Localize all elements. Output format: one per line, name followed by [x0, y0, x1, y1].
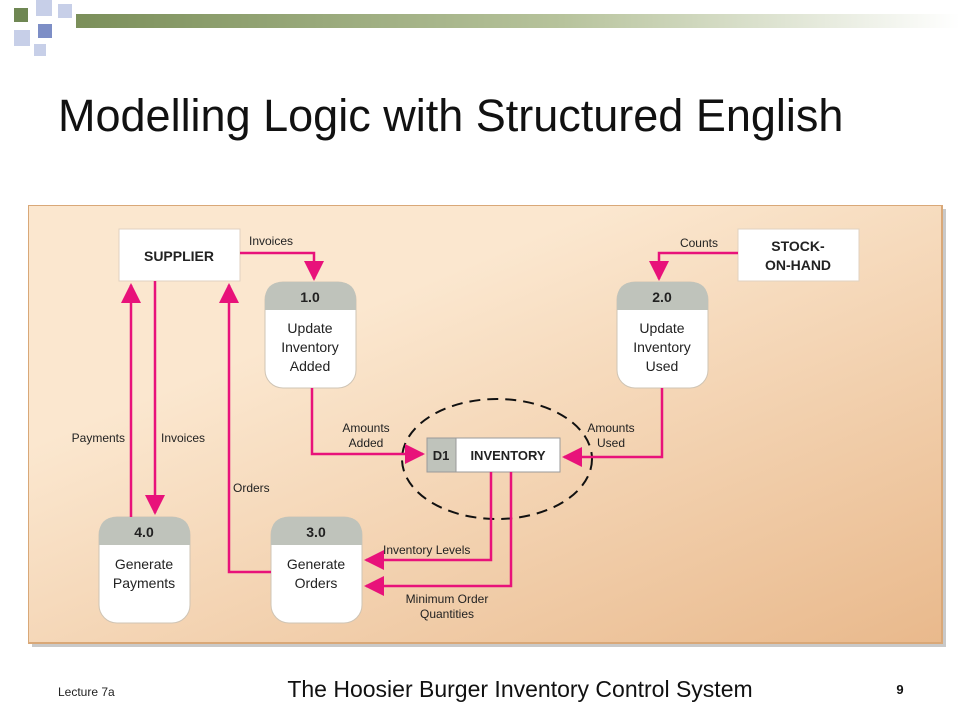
- banner-square: [14, 30, 30, 46]
- flow-label-minimum-order-line2: Quantities: [420, 607, 474, 621]
- flow-label-minimum-order-line1: Minimum Order: [406, 592, 489, 606]
- flow-label-payments: Payments: [72, 431, 125, 445]
- flow-label-inventory-levels: Inventory Levels: [383, 543, 470, 557]
- flow-amounts-added: [310, 388, 425, 464]
- inventory-data-store: D1 INVENTORY: [426, 437, 561, 473]
- flow-label-counts: Counts: [680, 236, 718, 250]
- supplier-entity: SUPPLIER: [118, 228, 241, 282]
- banner-square: [34, 44, 46, 56]
- flow-minimum-order-quantities: [364, 472, 513, 596]
- data-store-id: D1: [433, 448, 450, 463]
- flow-invoices-supplier-to-p1: [240, 251, 324, 281]
- stock-on-hand-label-line1: STOCK-: [771, 238, 825, 254]
- process-4-id: 4.0: [134, 524, 154, 540]
- process-3: 3.0 Generate Orders: [270, 516, 363, 624]
- data-flow-diagram: SUPPLIER STOCK- ON-HAND 1.0 Update Inven…: [28, 205, 946, 647]
- flow-amounts-used: [562, 388, 664, 467]
- page-number: 9: [896, 682, 904, 697]
- process-1: 1.0 Update Inventory Added: [264, 281, 357, 389]
- process-2-id: 2.0: [652, 289, 672, 305]
- flow-counts: [649, 251, 738, 281]
- process-3-label-line2: Orders: [295, 575, 338, 591]
- highlight-ellipse: [401, 398, 593, 520]
- process-1-label-line1: Update: [287, 320, 332, 336]
- title-banner: [14, 0, 960, 56]
- footer-lecture: Lecture 7a: [58, 685, 115, 699]
- process-2-label-line1: Update: [639, 320, 684, 336]
- flow-label-invoices-left: Invoices: [161, 431, 205, 445]
- process-4-label-line1: Generate: [115, 556, 174, 572]
- stock-on-hand-entity: STOCK- ON-HAND: [737, 228, 860, 282]
- flow-orders: [219, 283, 271, 574]
- banner-square: [38, 24, 52, 38]
- banner-square: [58, 4, 72, 18]
- flow-label-orders: Orders: [233, 481, 270, 495]
- flow-label-amounts-added-line2: Added: [349, 436, 384, 450]
- process-2-label-line3: Used: [646, 358, 679, 374]
- flow-label-amounts-used-line2: Used: [597, 436, 625, 450]
- banner-square: [14, 8, 28, 22]
- flow-label-amounts-added-line1: Amounts: [342, 421, 389, 435]
- footer-title: The Hoosier Burger Inventory Control Sys…: [287, 676, 753, 702]
- slide-title: Modelling Logic with Structured English: [58, 90, 844, 141]
- process-2: 2.0 Update Inventory Used: [616, 281, 709, 389]
- process-1-label-line2: Inventory: [281, 339, 339, 355]
- process-4: 4.0 Generate Payments: [98, 516, 191, 624]
- process-1-label-line3: Added: [290, 358, 330, 374]
- flow-label-amounts-used-line1: Amounts: [587, 421, 634, 435]
- process-4-label-line2: Payments: [113, 575, 175, 591]
- process-2-label-line2: Inventory: [633, 339, 691, 355]
- banner-square: [36, 0, 52, 16]
- flow-label-invoices-top: Invoices: [249, 234, 293, 248]
- process-3-label-line1: Generate: [287, 556, 346, 572]
- supplier-label: SUPPLIER: [144, 248, 214, 264]
- stock-on-hand-label-line2: ON-HAND: [765, 257, 831, 273]
- process-3-id: 3.0: [306, 524, 326, 540]
- data-store-label: INVENTORY: [470, 448, 545, 463]
- flow-inventory-levels: [364, 472, 493, 570]
- process-1-id: 1.0: [300, 289, 320, 305]
